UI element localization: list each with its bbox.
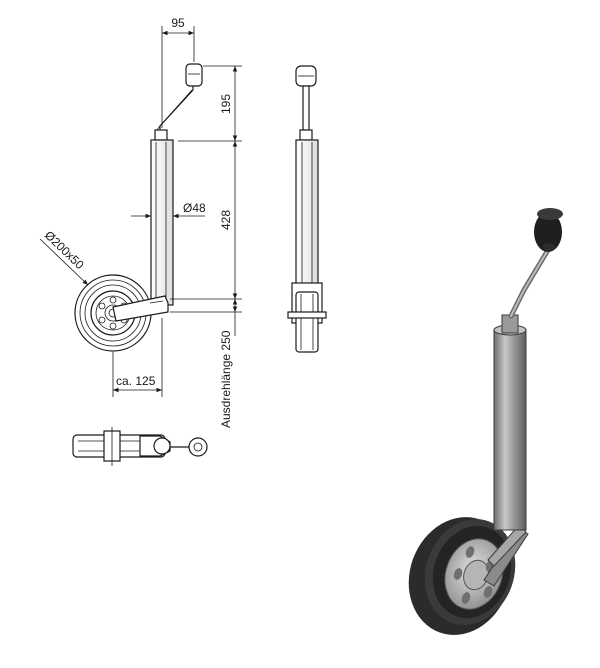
dimension-extension: Ausdrehlänge 250 [170,299,242,428]
dimension-offset: ca. 125 [112,318,163,397]
front-crank-shaft [302,85,310,131]
label-95: 95 [171,16,185,30]
dimension-diameter-48: Ø48 [131,201,206,219]
label-195: 195 [219,94,233,114]
label-wheel-size: Ø200x50 [42,228,87,272]
dimension-95: 95 [161,16,195,128]
dimension-wheel: Ø200x50 [39,228,89,286]
side-view [74,63,203,352]
label-extension: Ausdrehlänge 250 [219,330,233,428]
front-tube [295,139,319,286]
crank-knob [185,63,203,87]
top-view [72,427,208,466]
render-tube [493,329,527,531]
label-d48: Ø48 [183,201,206,215]
top-knob [188,437,208,457]
render-knob [534,212,562,252]
dimension-vertical: 195 428 [170,65,242,300]
top-tube-circle [153,437,171,455]
tube-cap [154,129,168,141]
front-tube-cap [299,129,313,141]
front-view [287,65,327,353]
label-428: 428 [219,210,233,230]
tube [150,139,174,306]
rendered-jockey-wheel [408,208,563,635]
front-tire [295,291,319,353]
label-offset: ca. 125 [116,374,156,388]
